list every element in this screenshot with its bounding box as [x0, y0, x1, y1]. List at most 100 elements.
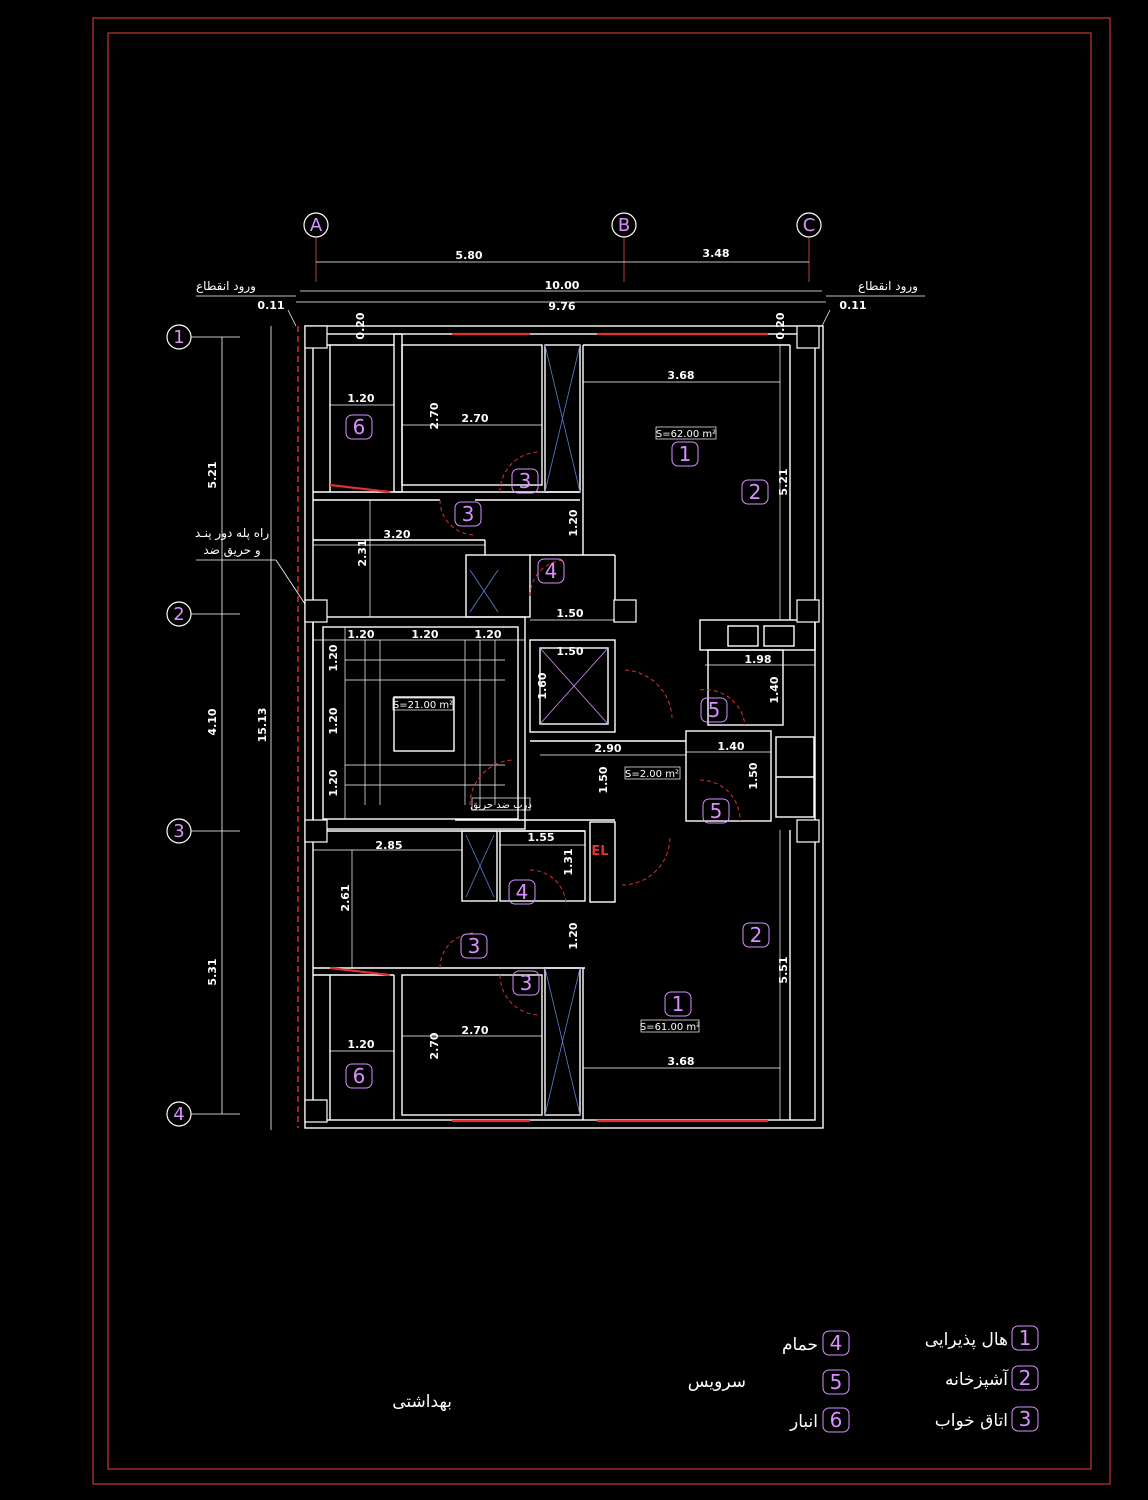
axis-3-label: 3	[173, 821, 184, 842]
axis-c-label: C	[803, 215, 816, 236]
stair-note-line2: و حریق ضد	[203, 543, 260, 558]
tag-6b: 6	[353, 1064, 366, 1088]
tag-2-bottom: 2	[750, 923, 763, 947]
dimension-lines	[196, 261, 925, 1130]
tag-4a: 4	[545, 559, 558, 583]
elevator-mark: EL	[591, 844, 608, 859]
dim-left-total: 15.13	[256, 708, 269, 743]
dim-lobby-2-90: 2.90	[594, 742, 621, 755]
dim-top-ab: 5.80	[455, 249, 482, 262]
legend-num-5: 5	[830, 1370, 843, 1394]
legend: 1 ﻫﺎﻝ ﭘﺬﯾﺮﺍﯾﯽ 2 آشپزخانه 3 اتاق خواب 4 ح…	[392, 1325, 1039, 1433]
area-bottom-label: S=61.00 m²	[640, 1022, 700, 1033]
dim-top-bc: 3.48	[702, 247, 729, 260]
fire-door-label: درب ضد حریق	[470, 800, 532, 811]
dim-lift-1-50: 1.50	[556, 645, 583, 658]
dim-lobby-1-50: 1.50	[597, 766, 610, 793]
area-top-label: S=62.00 m²	[656, 429, 716, 440]
interior-dim-lines	[313, 345, 815, 1120]
elevator-cross	[539, 647, 609, 725]
tag-3c: 3	[468, 934, 481, 958]
legend-text-5-extra: بهداشتی	[392, 1392, 452, 1412]
dim-right-5-21: 5.21	[777, 468, 790, 495]
dim-top-room-3-68: 3.68	[667, 369, 694, 382]
dim-low-2-61: 2.61	[339, 884, 352, 911]
axis-1-label: 1	[173, 327, 184, 348]
area-labels: S=62.00 m² S=21.00 m² S=2.00 m² S=61.00 …	[392, 426, 717, 1033]
dim-wc2-1-40: 1.40	[717, 740, 744, 753]
door-arcs	[439, 451, 746, 1016]
tag-3a: 3	[519, 469, 532, 493]
dim-corr-top: 1.20	[567, 509, 580, 536]
closet-cross	[465, 344, 581, 1116]
dim-storage-top-w: 1.20	[347, 392, 374, 405]
legend-text-4: حمام	[782, 1335, 818, 1355]
legend-num-4: 4	[830, 1331, 843, 1355]
legend-text-3: اتاق خواب	[935, 1411, 1008, 1431]
dim-left-3-4: 5.31	[206, 958, 219, 985]
dim-bedroom-bot-h: 2.70	[428, 1032, 441, 1059]
dim-left-2-3: 4.10	[206, 708, 219, 735]
dim-stair-a: 1.20	[347, 628, 374, 641]
dim-offset-right: 0.11	[839, 299, 866, 312]
dim-low-1-31: 1.31	[562, 848, 575, 875]
tag-3d: 3	[520, 971, 533, 995]
axis-b-label: B	[618, 215, 630, 236]
axis-a-label: A	[310, 215, 323, 236]
area-stair-label: S=21.00 m²	[393, 700, 453, 711]
tag-6a: 6	[353, 415, 366, 439]
area-lobby-label: S=2.00 m²	[625, 769, 679, 780]
tag-4b: 4	[516, 880, 529, 904]
dim-left-1-2: 5.21	[206, 461, 219, 488]
dim-storage-bot-w: 1.20	[347, 1038, 374, 1051]
dim-bedroom-top-w: 2.70	[461, 412, 488, 425]
dim-total-outer: 10.00	[545, 279, 580, 292]
dim-hall-3-20: 3.20	[383, 528, 410, 541]
tag-3b: 3	[462, 502, 475, 526]
legend-text-2: آشپزخانه	[945, 1368, 1009, 1390]
room-tags: 1 2 3 3 4 6 5 5 4 3 3 2 1 6	[345, 414, 770, 1089]
dimension-texts: 5.80 3.48 10.00 9.76 0.11 0.11 5.21 4.10…	[206, 247, 867, 986]
dim-stair-v1: 1.20	[327, 644, 340, 671]
windows	[329, 332, 768, 1123]
dim-wall-top-left: 0.20	[354, 312, 367, 339]
axis-4-label: 4	[173, 1104, 184, 1125]
grid-bubbles-rows: 1 2 3 4	[166, 324, 240, 1127]
tag-2-top: 2	[749, 480, 762, 504]
inner-frame	[107, 32, 1092, 1470]
legend-num-2: 2	[1019, 1366, 1032, 1390]
axis-2-label: 2	[173, 604, 184, 625]
walls	[297, 325, 824, 1129]
dim-bath-1-50: 1.50	[556, 607, 583, 620]
dim-wall-top-right: 0.20	[774, 312, 787, 339]
dim-total-inner: 9.76	[548, 300, 575, 313]
outer-frame	[92, 17, 1111, 1485]
stair-treads	[344, 627, 505, 819]
dim-bedroom-bot-w: 2.70	[461, 1024, 488, 1037]
legend-text-5: سرویس	[688, 1372, 746, 1392]
grid-axes	[315, 238, 810, 282]
legend-text-1: ﻫﺎﻝ ﭘﺬﯾﺮﺍﯾﯽ	[925, 1330, 1008, 1350]
grid-bubbles-columns: A B C	[303, 212, 822, 238]
dim-stair-b: 1.20	[411, 628, 438, 641]
dim-right-5-51: 5.51	[777, 956, 790, 983]
structural-columns	[304, 325, 820, 1123]
dim-bot-room-3-68: 3.68	[667, 1055, 694, 1068]
interior-dim-texts: 0.20 0.20 3.68 2.70 2.70 1.20 5.21 3.20 …	[327, 312, 790, 1068]
tag-1-top: 1	[679, 442, 692, 466]
dim-offset-left: 0.11	[257, 299, 284, 312]
dim-lift-1-60: 1.60	[536, 672, 549, 699]
dim-hall-2-31: 2.31	[356, 539, 369, 566]
dim-low-1-55: 1.55	[527, 831, 554, 844]
dim-wc-1-98: 1.98	[744, 653, 771, 666]
entrance-label-left: ورود انقطاع	[196, 279, 256, 294]
tag-5b: 5	[710, 799, 723, 823]
dim-bedroom-top-h: 2.70	[428, 402, 441, 429]
dim-wc-1-40-v: 1.40	[768, 676, 781, 703]
stair-note-line1: راه پله دور پنـد	[195, 526, 270, 541]
dim-stair-v3: 1.20	[327, 769, 340, 796]
entrance-label-right: ورود انقطاع	[858, 279, 918, 294]
tag-1-bottom: 1	[672, 992, 685, 1016]
dim-low-2-85: 2.85	[375, 839, 402, 852]
legend-num-1: 1	[1019, 1326, 1032, 1350]
